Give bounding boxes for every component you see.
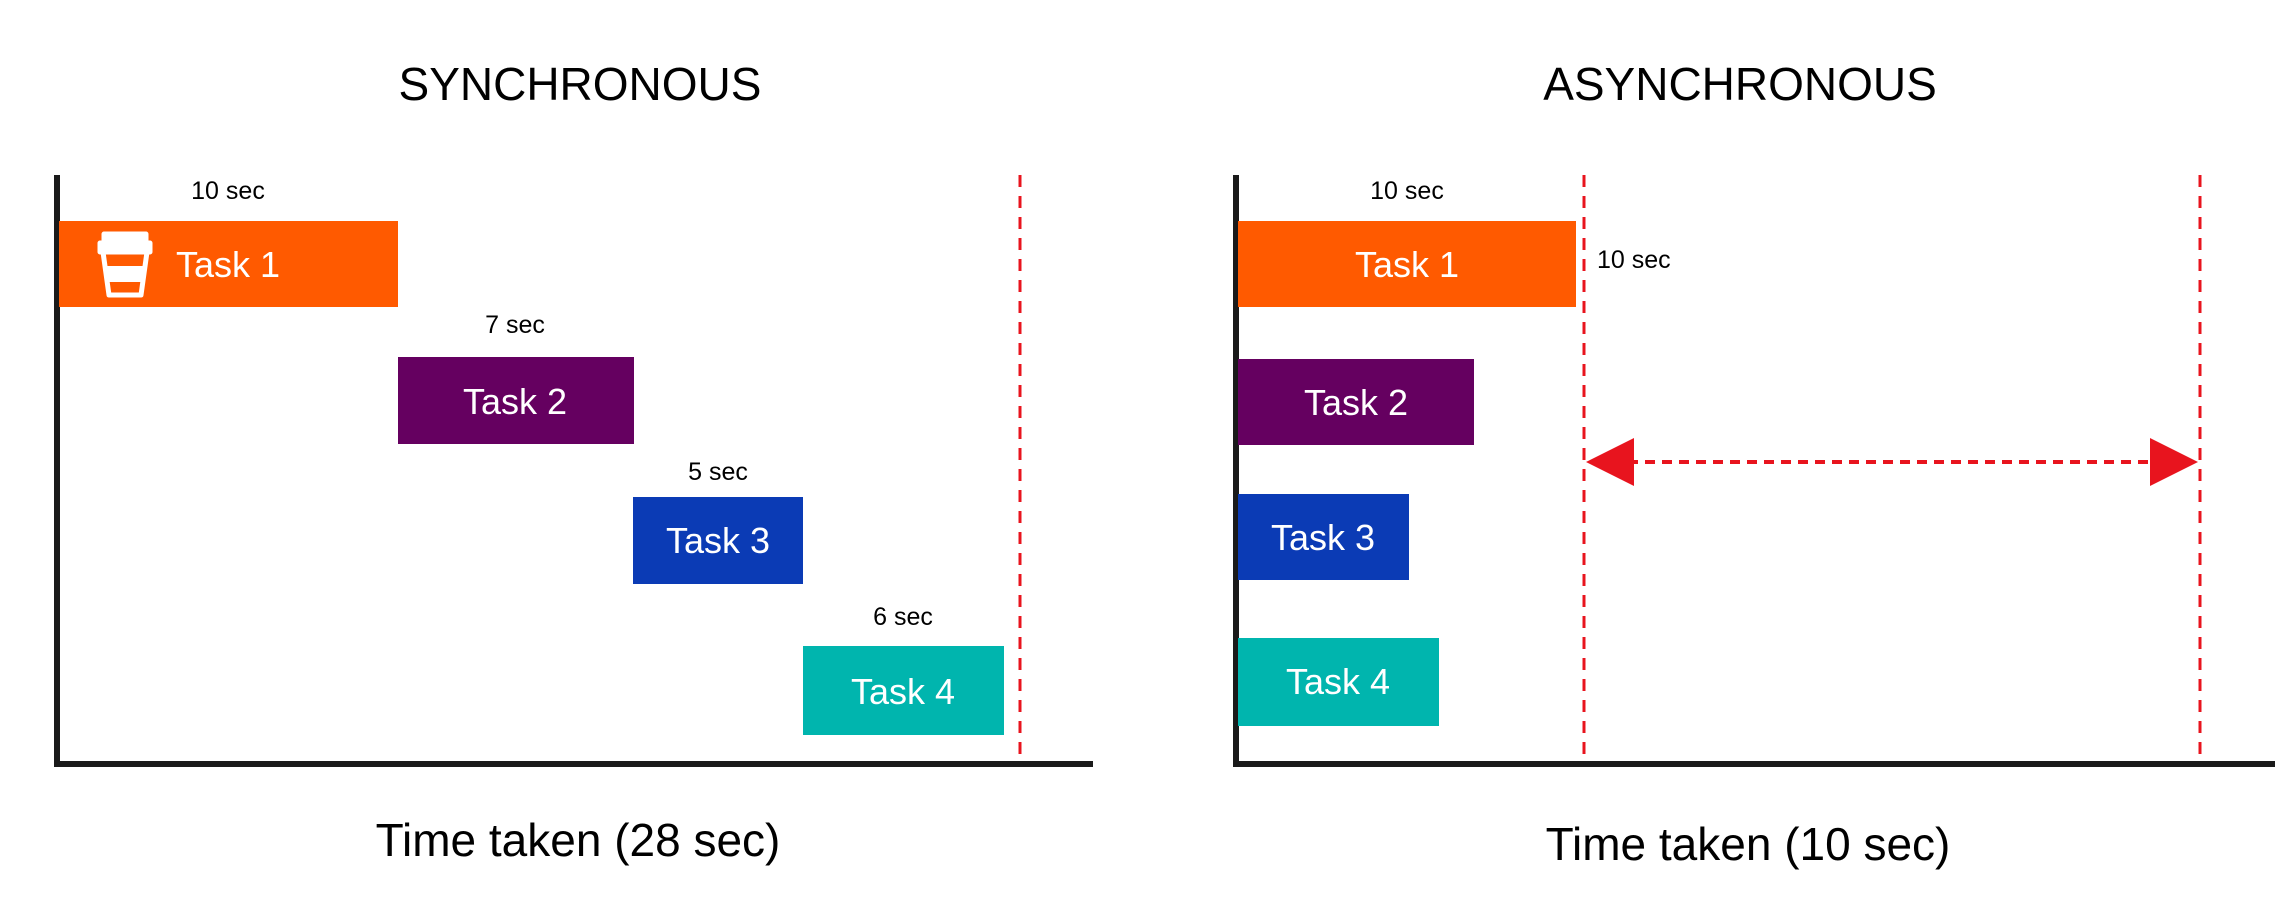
async-panel: ASYNCHRONOUS 10 sec 10 sec Task 1 Task 2… (1233, 58, 2275, 870)
async-task-3-bar (1238, 494, 1409, 580)
sync-task-4-bar (803, 646, 1004, 735)
sync-task-3-bar (633, 497, 803, 584)
async-task-1-bar (1238, 221, 1576, 307)
sync-task-3: 5 sec Task 3 (633, 458, 803, 584)
async-task-3-label: Task 3 (1271, 517, 1375, 558)
async-total-marker-label: 10 sec (1597, 246, 1671, 274)
async-task-4-label: Task 4 (1286, 661, 1390, 702)
async-time-taken: Time taken (10 sec) (1546, 818, 1951, 870)
async-task-2: Task 2 (1238, 359, 1474, 445)
sync-task-2-duration: 7 sec (485, 311, 545, 339)
sync-panel: SYNCHRONOUS 10 sec Task 1 7 sec Task 2 (54, 58, 1093, 866)
async-task-2-label: Task 2 (1304, 382, 1408, 423)
async-task-2-bar (1238, 359, 1474, 445)
coffee-cup-icon (97, 231, 153, 298)
sync-task-3-duration: 5 sec (688, 458, 748, 486)
sync-title: SYNCHRONOUS (399, 58, 762, 110)
async-task-1: 10 sec Task 1 (1238, 177, 1576, 307)
sync-task-2-bar (398, 357, 634, 444)
async-task-1-label: Task 1 (1355, 244, 1459, 285)
sync-task-2: 7 sec Task 2 (398, 311, 634, 444)
sync-task-3-label: Task 3 (666, 520, 770, 561)
async-task-1-duration: 10 sec (1370, 177, 1444, 205)
async-title: ASYNCHRONOUS (1543, 58, 1937, 110)
sync-task-1: 10 sec Task 1 (59, 177, 398, 307)
sync-task-1-label: Task 1 (176, 244, 280, 285)
async-task-4-bar (1238, 638, 1439, 726)
sync-task-4-duration: 6 sec (873, 603, 933, 631)
sync-task-2-label: Task 2 (463, 381, 567, 422)
sync-task-4: 6 sec Task 4 (803, 603, 1004, 735)
sync-time-taken: Time taken (28 sec) (376, 814, 781, 866)
async-task-3: Task 3 (1238, 494, 1409, 580)
sync-task-4-label: Task 4 (851, 671, 955, 712)
async-task-4: Task 4 (1238, 638, 1439, 726)
sync-task-1-duration: 10 sec (191, 177, 265, 205)
